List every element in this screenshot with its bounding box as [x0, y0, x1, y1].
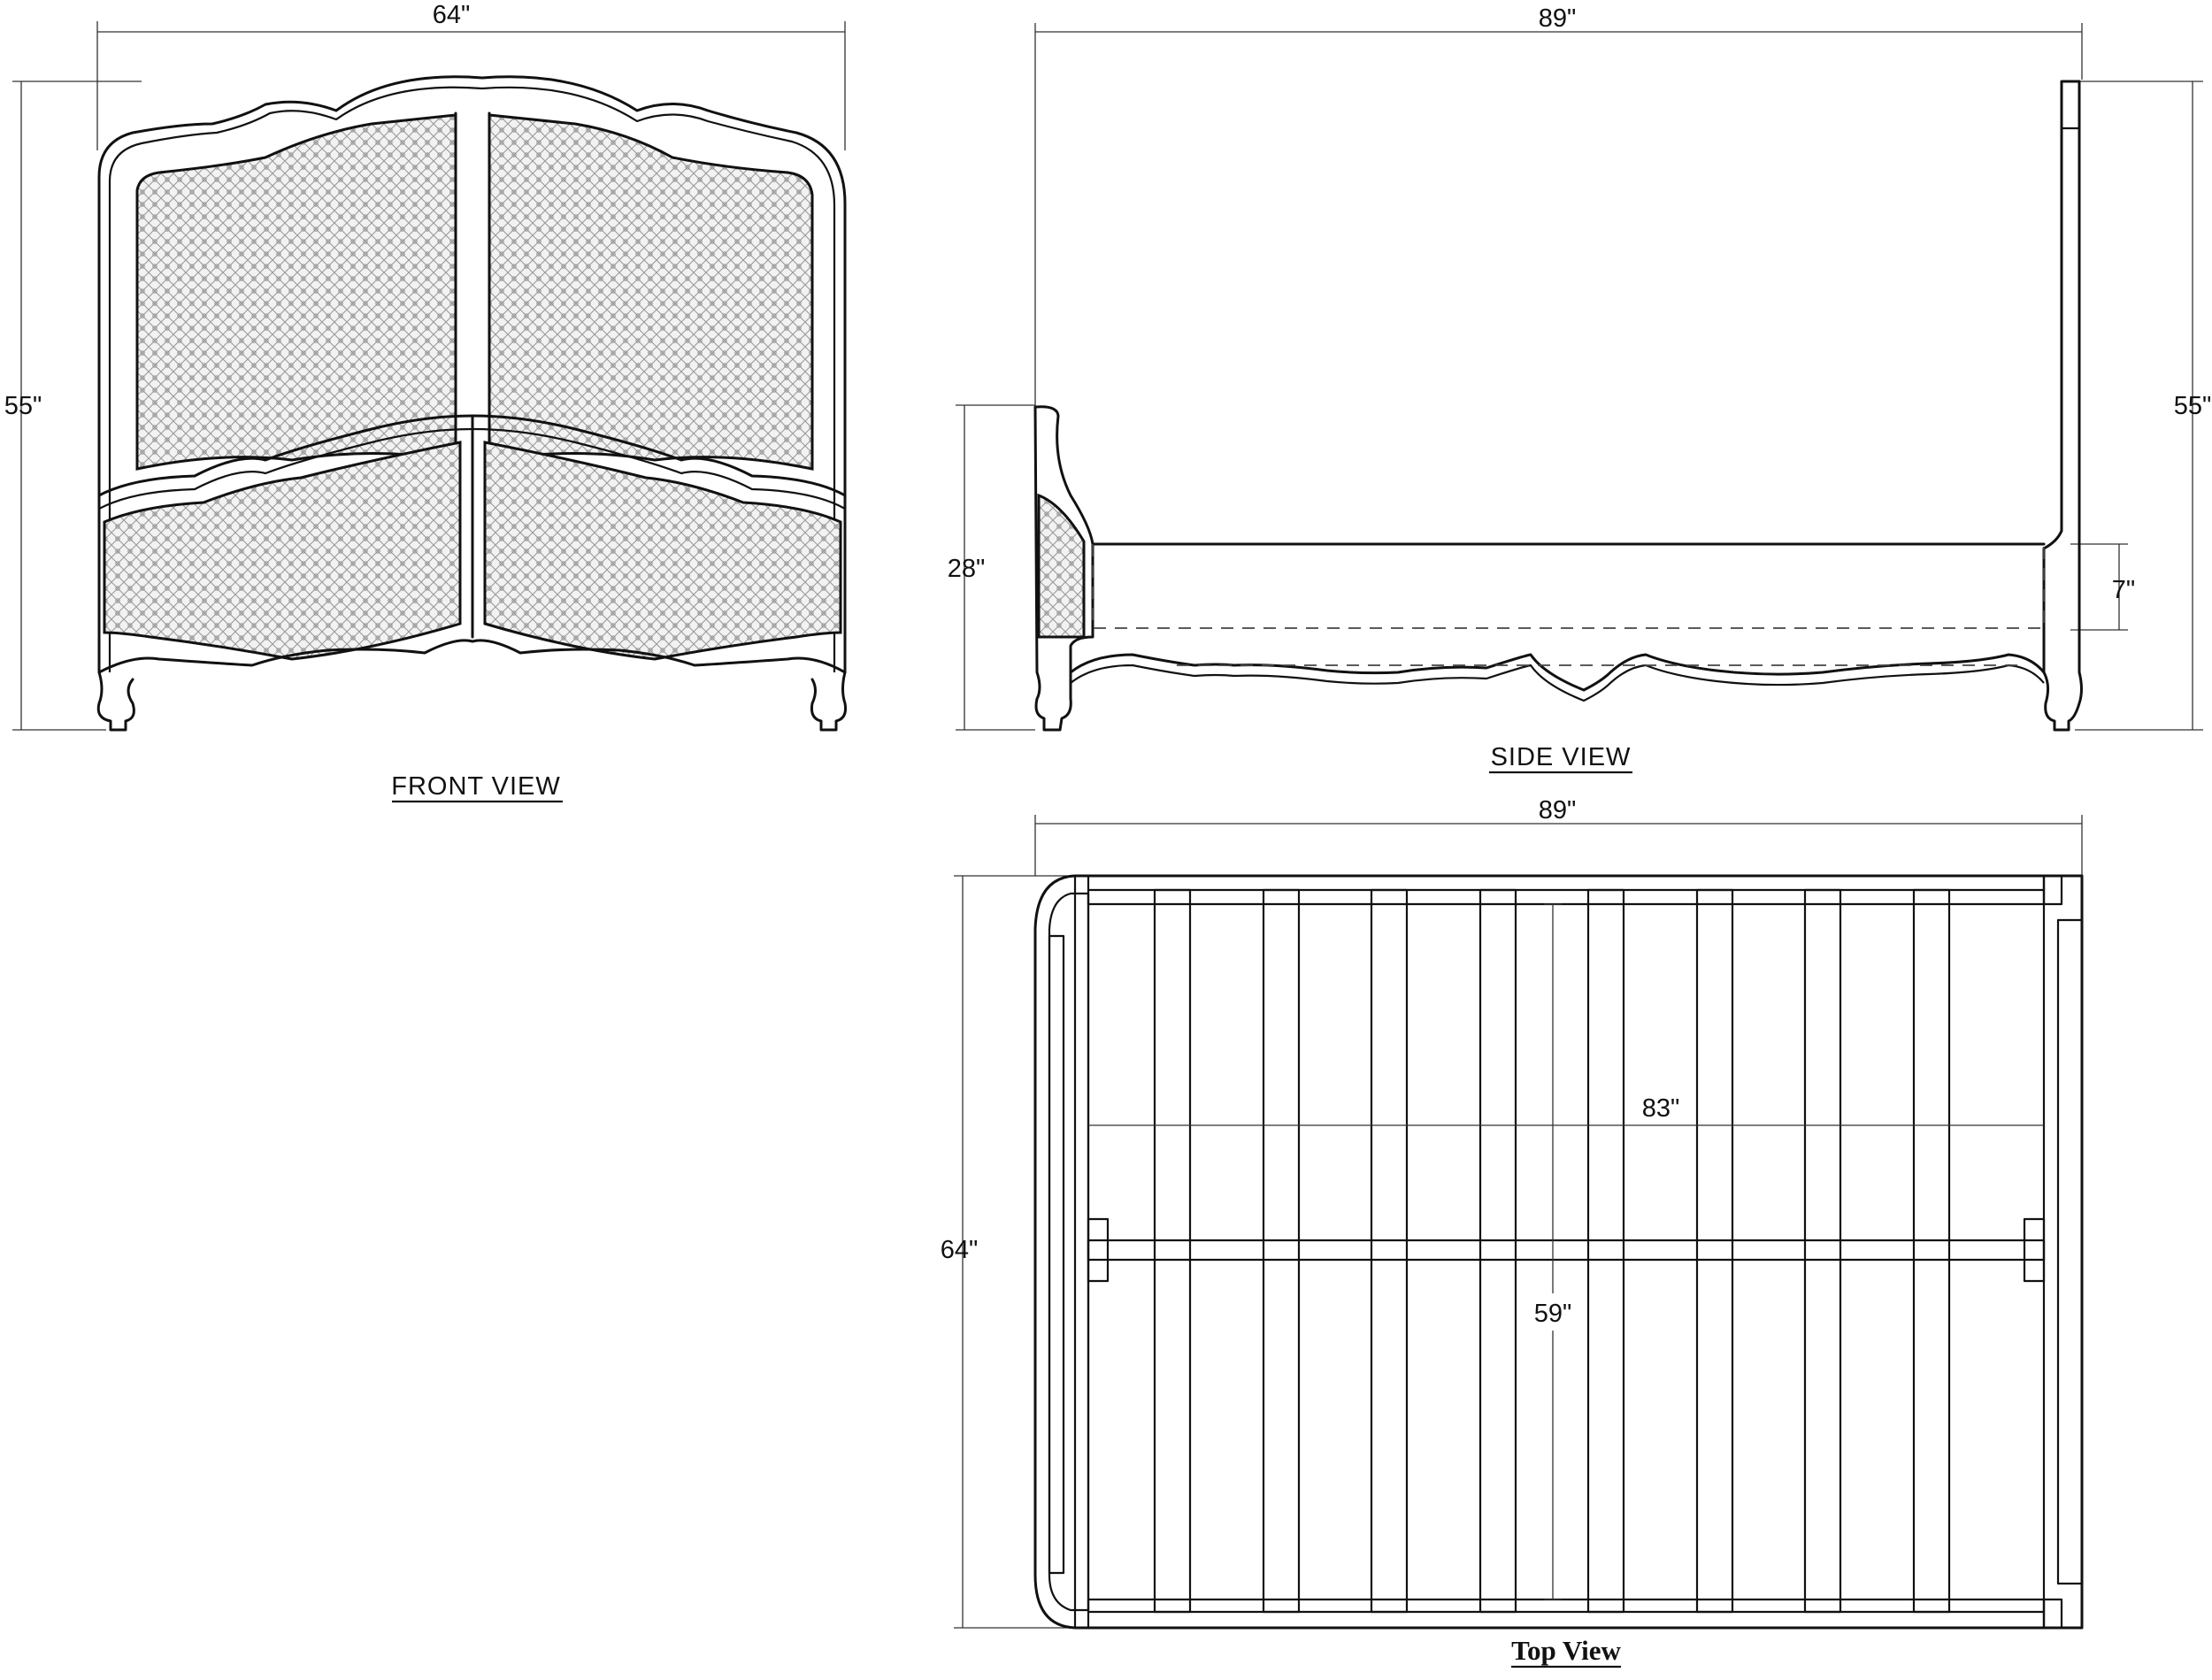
side-apron: [1069, 653, 2046, 692]
top-footboard: [1048, 892, 1090, 1612]
headboard-left-cane-panel: [135, 113, 457, 471]
top-width-label: 64": [941, 1236, 979, 1264]
top-inner-width-dimension: 59": [1529, 903, 1580, 1600]
footboard-left-cane-panel: [103, 441, 462, 661]
top-center-rail: [1087, 1239, 2046, 1262]
front-right-leg: [810, 671, 847, 732]
side-headboard-height-dimension: 55": [2075, 81, 2212, 731]
side-footboard-cane: [1037, 493, 1086, 639]
top-inner-width-label: 59": [1534, 1300, 1572, 1328]
front-height-dimension: 55": [4, 81, 142, 731]
top-side-rail-lower: [1087, 1598, 2046, 1630]
footboard-right-cane-panel: [483, 441, 842, 661]
side-length-label: 89": [1539, 4, 1577, 33]
side-dashed-rail: [1092, 544, 2045, 629]
front-height-label: 55": [4, 392, 42, 420]
top-outer-frame: [1033, 874, 2084, 1630]
side-footboard-height-dimension: 28": [948, 404, 1035, 731]
front-view: 64" 55" FRONT VIEW: [4, 1, 847, 803]
headboard-frame: [97, 75, 847, 674]
front-view-label: FRONT VIEW: [391, 772, 561, 801]
top-view: 89" 64": [941, 796, 2084, 1668]
top-inner-length-label: 83": [1642, 1094, 1680, 1123]
side-footboard-height-label: 28": [948, 555, 986, 583]
side-length-dimension: 89": [1034, 4, 2083, 407]
top-length-label: 89": [1539, 796, 1577, 825]
side-footboard: [1033, 405, 1094, 732]
top-headboard: [2042, 874, 2084, 1630]
side-headboard-post: [2042, 80, 2083, 732]
side-headboard-height-label: 55": [2174, 392, 2212, 420]
side-view-label: SIDE VIEW: [1491, 743, 1632, 771]
front-width-dimension: 64": [96, 1, 846, 150]
top-inner-length-dimension: 83": [1088, 1094, 2044, 1126]
top-width-dimension: 64": [941, 875, 1079, 1629]
top-slats: [1153, 888, 1951, 1614]
front-apron: [97, 631, 847, 674]
front-width-label: 64": [433, 1, 471, 29]
side-view: 89" 55" 28" 7" S: [948, 4, 2212, 774]
side-rail-height-label: 7": [2112, 576, 2135, 604]
top-view-label: Top View: [1511, 1635, 1621, 1666]
headboard-right-cane-panel: [488, 113, 814, 471]
front-left-leg: [96, 671, 135, 732]
top-length-dimension: 89": [1034, 796, 2083, 876]
